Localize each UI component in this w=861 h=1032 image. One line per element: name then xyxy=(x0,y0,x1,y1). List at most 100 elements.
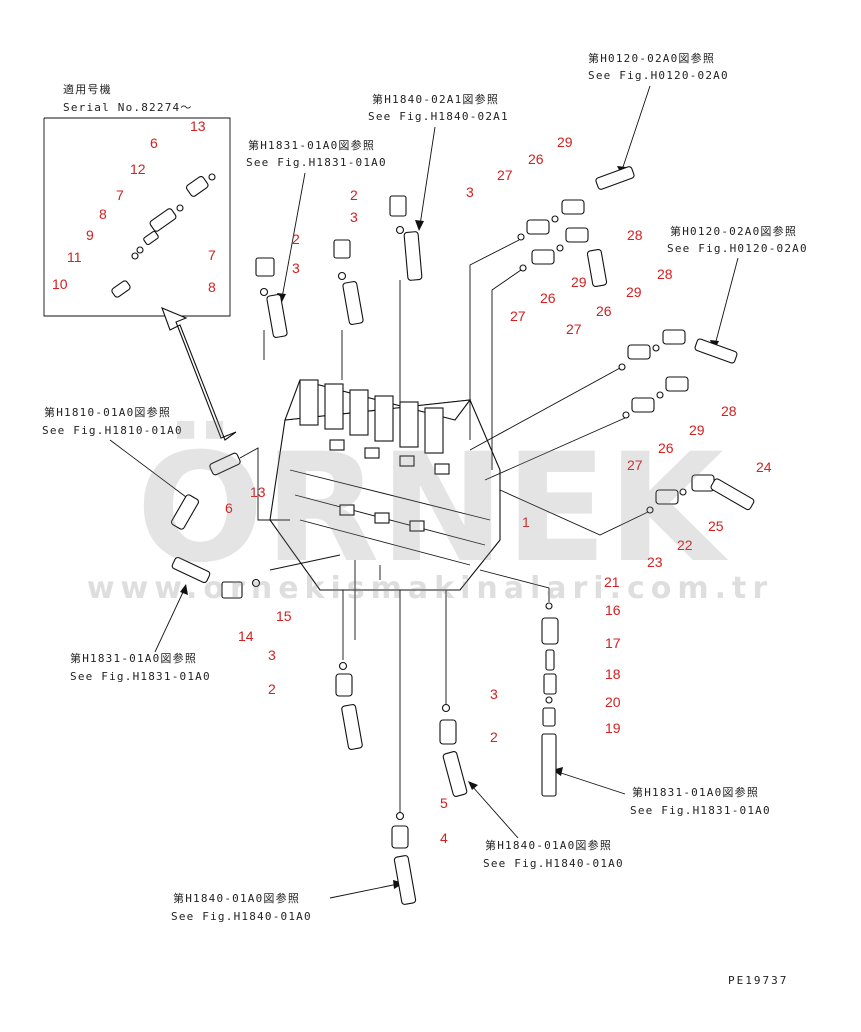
ref-h1831-left-jp: 第H1831-01A0図参照 xyxy=(70,651,197,665)
parts-upper-right xyxy=(469,199,738,481)
leader xyxy=(329,883,399,899)
item-number: 2 xyxy=(490,729,498,745)
item-number: 7 xyxy=(116,187,124,203)
item-number: 5 xyxy=(440,795,448,811)
item-number: 25 xyxy=(708,518,724,534)
item-number: 3 xyxy=(350,209,358,225)
ref-h1831-left-en: See Fig.H1831-01A0 xyxy=(70,670,211,683)
ref-h1840-bottom-jp: 第H1840-01A0図参照 xyxy=(173,891,300,905)
item-number: 26 xyxy=(528,151,544,167)
leader xyxy=(109,439,191,501)
item-number: 21 xyxy=(604,574,620,590)
parts-relief-valve xyxy=(479,569,559,797)
item-number: 18 xyxy=(605,666,621,682)
item-number: 3 xyxy=(466,184,474,200)
leader xyxy=(471,785,519,839)
leader xyxy=(281,172,306,299)
item-number: 28 xyxy=(657,266,673,282)
inset-frame xyxy=(44,117,231,317)
item-number: 26 xyxy=(658,440,674,456)
parts-left-mid xyxy=(209,447,341,599)
inset-frame-left xyxy=(43,118,150,317)
item-number: 17 xyxy=(605,635,621,651)
item-number: 22 xyxy=(677,537,693,553)
item-number: 3 xyxy=(490,686,498,702)
item-number: 23 xyxy=(647,554,663,570)
item-number: 29 xyxy=(626,284,642,300)
item-number: 24 xyxy=(756,459,772,475)
control-valve-block xyxy=(269,379,501,640)
item-number: 27 xyxy=(510,308,526,324)
watermark-brand: ÖRNEK xyxy=(136,420,728,596)
item-number: 3 xyxy=(268,647,276,663)
serial-label-jp: 適用号機 xyxy=(63,82,112,96)
item-number: 28 xyxy=(721,403,737,419)
item-number: 15 xyxy=(276,608,292,624)
item-number: 1 xyxy=(522,514,530,530)
item-number: 13 xyxy=(190,118,206,134)
item-number: 27 xyxy=(497,167,513,183)
ref-h0120-top-en: See Fig.H0120-02A0 xyxy=(588,69,729,82)
ref-h1831-top-en: See Fig.H1831-01A0 xyxy=(246,156,387,169)
hose-fitting xyxy=(171,556,211,584)
item-number: 8 xyxy=(99,206,107,222)
item-number: 29 xyxy=(689,422,705,438)
inset-arrow xyxy=(161,307,237,441)
item-number: 7 xyxy=(208,247,216,263)
ref-h1840-mid-jp: 第H1840-01A0図参照 xyxy=(485,838,612,852)
watermark-url: www.ornekismakinalari.com.tr xyxy=(87,571,773,606)
parts-right xyxy=(499,474,755,536)
item-number: 13 xyxy=(250,484,266,500)
ref-h0120-top-jp: 第H0120-02A0図参照 xyxy=(588,51,715,65)
item-number: 2 xyxy=(268,681,276,697)
item-number: 29 xyxy=(557,134,573,150)
hose-fitting xyxy=(595,166,635,190)
item-number: 3 xyxy=(292,260,300,276)
item-number: 9 xyxy=(86,227,94,243)
item-number: 14 xyxy=(238,628,254,644)
ref-h1840-bottom-en: See Fig.H1840-01A0 xyxy=(171,910,312,923)
item-number: 26 xyxy=(540,290,556,306)
item-number: 10 xyxy=(52,276,68,292)
ref-h1840-02a1-en: See Fig.H1840-02A1 xyxy=(368,110,509,123)
item-number: 2 xyxy=(292,231,300,247)
item-number: 27 xyxy=(627,457,643,473)
item-number: 28 xyxy=(627,227,643,243)
inset-parts xyxy=(111,173,216,298)
item-number: 29 xyxy=(571,274,587,290)
ref-h1840-02a1-jp: 第H1840-02A1図参照 xyxy=(372,92,499,106)
item-number: 8 xyxy=(208,279,216,295)
item-number: 2 xyxy=(350,187,358,203)
item-number: 20 xyxy=(605,694,621,710)
serial-label-number: Serial No.82274～ xyxy=(63,101,193,114)
hose-fitting xyxy=(170,494,200,530)
item-number: 27 xyxy=(566,321,582,337)
parts-upper-left xyxy=(255,195,423,420)
item-number: 19 xyxy=(605,720,621,736)
leader xyxy=(557,771,626,795)
leader xyxy=(419,126,436,226)
item-number: 6 xyxy=(150,135,158,151)
ref-h1810-en: See Fig.H1810-01A0 xyxy=(42,424,183,437)
item-number: 12 xyxy=(130,161,146,177)
item-number: 26 xyxy=(596,303,612,319)
drawing-code: PE19737 xyxy=(728,974,788,987)
leader xyxy=(621,85,651,171)
ref-h1831-top-jp: 第H1831-01A0図参照 xyxy=(248,138,375,152)
leader xyxy=(714,257,739,346)
parts-bottom xyxy=(335,590,468,905)
item-numbers: 13 6 12 7 8 9 11 10 2 3 7 8 2 3 29 26 27… xyxy=(52,118,772,846)
ref-h1810-jp: 第H1810-01A0図参照 xyxy=(44,405,171,419)
ref-h0120-right-jp: 第H0120-02A0図参照 xyxy=(670,224,797,238)
ref-h1831-right-en: See Fig.H1831-01A0 xyxy=(630,804,771,817)
item-number: 6 xyxy=(225,500,233,516)
item-number: 11 xyxy=(67,249,82,265)
ref-h1831-right-jp: 第H1831-01A0図参照 xyxy=(632,785,759,799)
ref-h1840-mid-en: See Fig.H1840-01A0 xyxy=(483,857,624,870)
leader xyxy=(154,589,185,653)
item-number: 4 xyxy=(440,830,448,846)
ref-h0120-right-en: See Fig.H0120-02A0 xyxy=(667,242,808,255)
item-number: 16 xyxy=(605,602,621,618)
